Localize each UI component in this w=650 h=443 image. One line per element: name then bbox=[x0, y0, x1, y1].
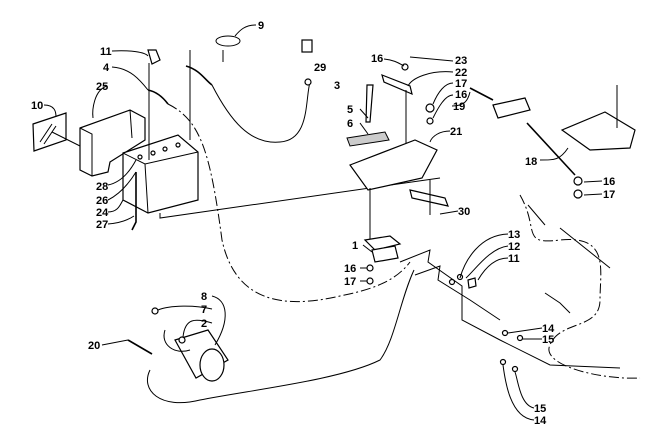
callout-16: 16 bbox=[455, 89, 467, 101]
callout-15: 15 bbox=[534, 403, 546, 415]
decal-29 bbox=[301, 39, 313, 53]
callout-6: 6 bbox=[347, 118, 353, 130]
callout-9: 9 bbox=[258, 20, 264, 32]
callout-14: 14 bbox=[534, 415, 547, 427]
callout-14: 14 bbox=[542, 323, 555, 335]
callout-17: 17 bbox=[603, 189, 615, 201]
callout-25: 25 bbox=[96, 81, 108, 93]
callout-11: 11 bbox=[508, 253, 520, 265]
callout-26: 26 bbox=[96, 195, 108, 207]
callout-21: 21 bbox=[450, 126, 462, 138]
callout-17: 17 bbox=[344, 276, 356, 288]
callout-1: 1 bbox=[352, 240, 358, 252]
mounting-bracket bbox=[346, 63, 449, 245]
callout-20: 20 bbox=[88, 340, 100, 352]
callout-18: 18 bbox=[525, 156, 537, 168]
wiring-harness bbox=[147, 194, 641, 404]
callout-27: 27 bbox=[96, 219, 108, 231]
callout-15: 15 bbox=[542, 334, 554, 346]
callout-29: 29 bbox=[314, 62, 326, 74]
leader-lines bbox=[43, 24, 603, 421]
footrest-assembly bbox=[469, 85, 636, 199]
callout-labels: 9 11 4 29 3 25 10 28 26 24 27 16 23 22 1… bbox=[31, 20, 615, 427]
callout-2: 2 bbox=[201, 318, 207, 330]
callout-7: 7 bbox=[201, 304, 207, 316]
cover-plate-10 bbox=[32, 112, 81, 152]
starter-motor bbox=[127, 307, 229, 382]
callout-28: 28 bbox=[96, 181, 108, 193]
callout-12: 12 bbox=[508, 241, 520, 253]
callout-30: 30 bbox=[458, 206, 470, 218]
battery-cables bbox=[147, 49, 411, 303]
callout-19: 19 bbox=[453, 101, 465, 113]
callout-10: 10 bbox=[31, 100, 43, 112]
battery-box-25 bbox=[79, 109, 146, 177]
battery bbox=[122, 134, 441, 231]
callout-16: 16 bbox=[603, 176, 615, 188]
callout-8: 8 bbox=[201, 291, 207, 303]
callout-11: 11 bbox=[100, 46, 112, 58]
callout-3: 3 bbox=[334, 80, 340, 92]
callout-16: 16 bbox=[371, 53, 383, 65]
callout-17: 17 bbox=[455, 78, 467, 90]
callout-13: 13 bbox=[508, 229, 520, 241]
callout-16: 16 bbox=[344, 263, 356, 275]
strap-9 bbox=[215, 35, 241, 47]
callout-5: 5 bbox=[347, 104, 353, 116]
callout-22: 22 bbox=[455, 67, 467, 79]
callout-4: 4 bbox=[103, 62, 110, 74]
callout-24: 24 bbox=[96, 207, 109, 219]
callout-23: 23 bbox=[455, 55, 467, 67]
